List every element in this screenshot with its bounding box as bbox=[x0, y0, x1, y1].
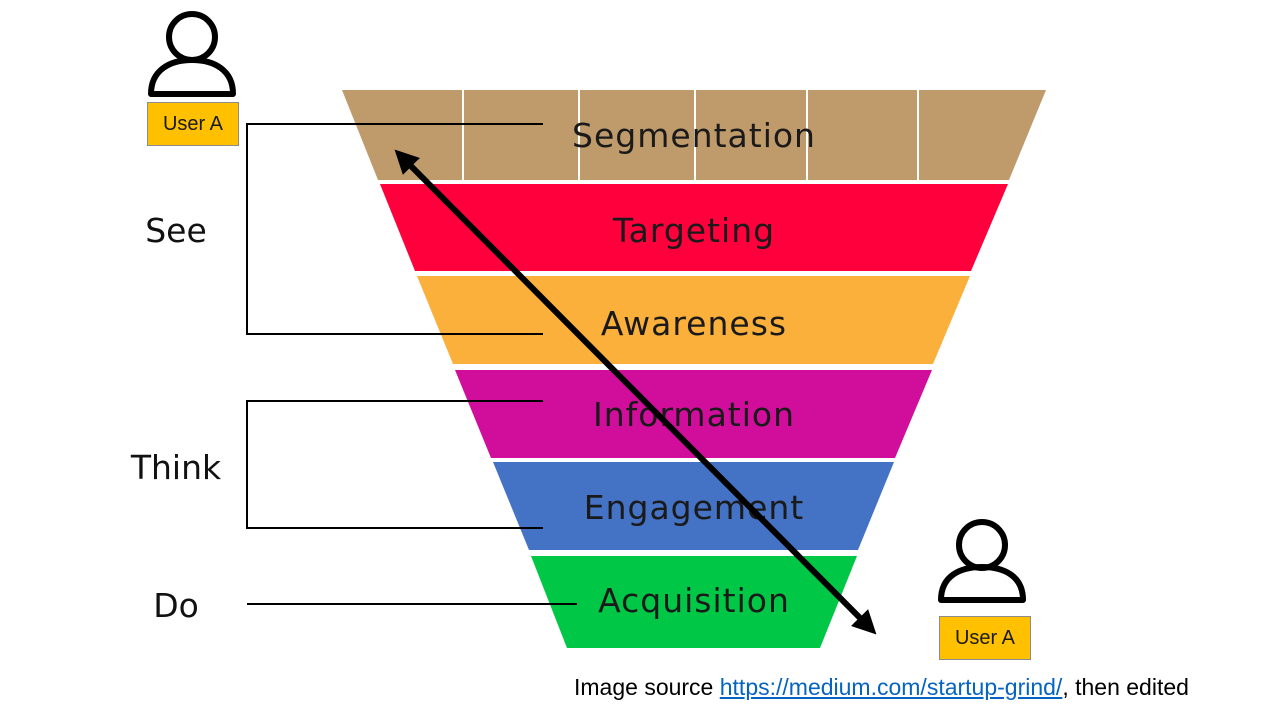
person-icon bbox=[938, 519, 1026, 603]
stage-think: Think bbox=[130, 448, 222, 487]
stage-do: Do bbox=[153, 586, 199, 625]
label-targeting: Targeting bbox=[612, 211, 775, 250]
source-link[interactable]: https://medium.com/startup-grind/ bbox=[719, 674, 1063, 700]
journey-arrow bbox=[394, 149, 877, 635]
user-badge-bottom: User A bbox=[939, 616, 1031, 660]
stage-see: See bbox=[145, 211, 207, 250]
source-prefix: Image source bbox=[574, 674, 720, 700]
user-badge-top: User A bbox=[147, 102, 239, 146]
person-icon bbox=[148, 11, 236, 97]
label-information: Information bbox=[593, 395, 795, 434]
label-segmentation: Segmentation bbox=[572, 116, 816, 155]
label-acquisition: Acquisition bbox=[598, 581, 790, 620]
image-source-caption: Image source https://medium.com/startup-… bbox=[574, 674, 1189, 701]
source-suffix: , then edited bbox=[1062, 674, 1189, 700]
label-awareness: Awareness bbox=[601, 304, 787, 343]
label-engagement: Engagement bbox=[584, 488, 805, 527]
